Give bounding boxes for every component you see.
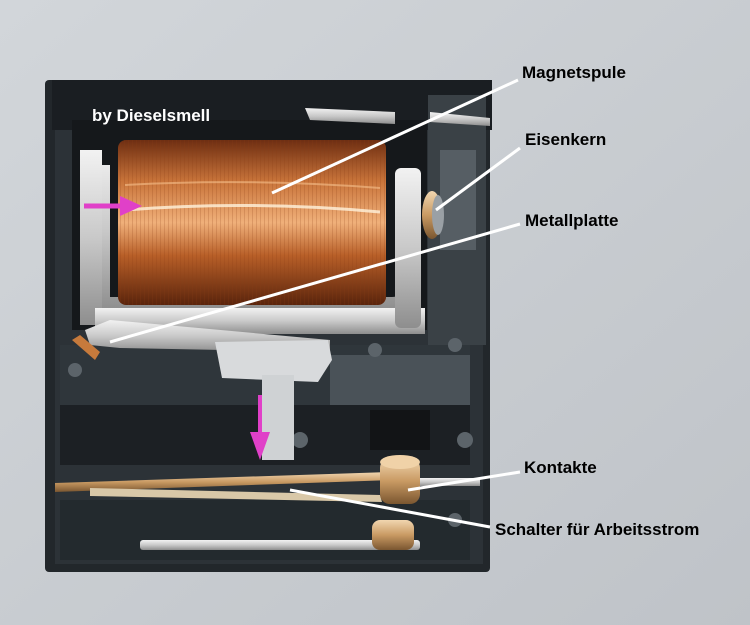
pointer-metallplatte xyxy=(109,222,521,344)
label-schalter: Schalter für Arbeitsstrom xyxy=(495,520,700,539)
yoke-bracket xyxy=(80,150,425,334)
magenta-arrow-vertical xyxy=(250,395,270,460)
label-eisenkern: Eisenkern xyxy=(525,130,607,149)
label-kontakte: Kontakte xyxy=(524,458,597,477)
iron-core xyxy=(422,191,444,239)
pointer-lines xyxy=(109,78,521,529)
contact-springs xyxy=(55,472,480,550)
pointer-kontakte xyxy=(407,470,521,492)
label-metallplatte: Metallplatte xyxy=(525,211,619,230)
pointer-schalter xyxy=(289,488,491,529)
pointer-magnetspule xyxy=(271,78,519,195)
magenta-arrow-horizontal xyxy=(84,196,142,216)
pointer-eisenkern xyxy=(435,146,521,212)
contacts xyxy=(372,455,420,550)
magnet-coil xyxy=(118,140,386,305)
credit-text: by Dieselsmell xyxy=(92,106,211,125)
label-magnetspule: Magnetspule xyxy=(522,63,626,82)
actuator xyxy=(215,340,332,460)
top-terminal xyxy=(305,108,395,124)
